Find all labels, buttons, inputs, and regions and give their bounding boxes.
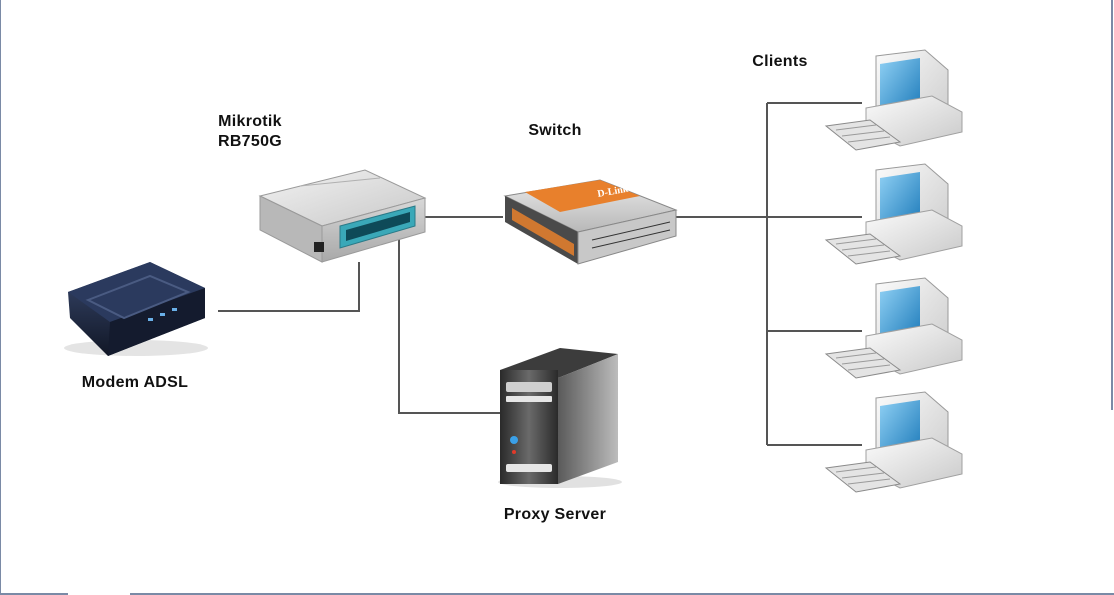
router-label-line1: Mikrotik [218, 113, 282, 130]
router-label-line2: RB750G [217, 133, 283, 150]
router-label: Mikrotik RB750G [200, 112, 300, 152]
switch-label: Switch [528, 122, 582, 139]
frame-bottom-gap [68, 593, 130, 595]
client-computer-3 [824, 277, 963, 379]
edge-modem-router [218, 262, 360, 312]
clients-label: Clients [752, 53, 808, 70]
frame-left-border [0, 0, 1, 595]
frame-right-border [1111, 0, 1113, 410]
modem-icon [64, 262, 208, 356]
proxy-label: Proxy Server [503, 506, 607, 523]
client-computer-2 [824, 163, 963, 265]
edge-router-proxy [398, 228, 500, 414]
modem-label: Modem ADSL [81, 374, 189, 391]
server-icon [498, 348, 622, 488]
switch-brand-text: D-Link [597, 184, 630, 200]
frame-bottom-border [0, 593, 1114, 595]
router-icon [258, 169, 427, 263]
connection-lines [218, 102, 862, 446]
switch-icon: D-Link [503, 179, 678, 265]
client-computer-4 [824, 391, 963, 493]
client-computer-1 [824, 49, 963, 151]
